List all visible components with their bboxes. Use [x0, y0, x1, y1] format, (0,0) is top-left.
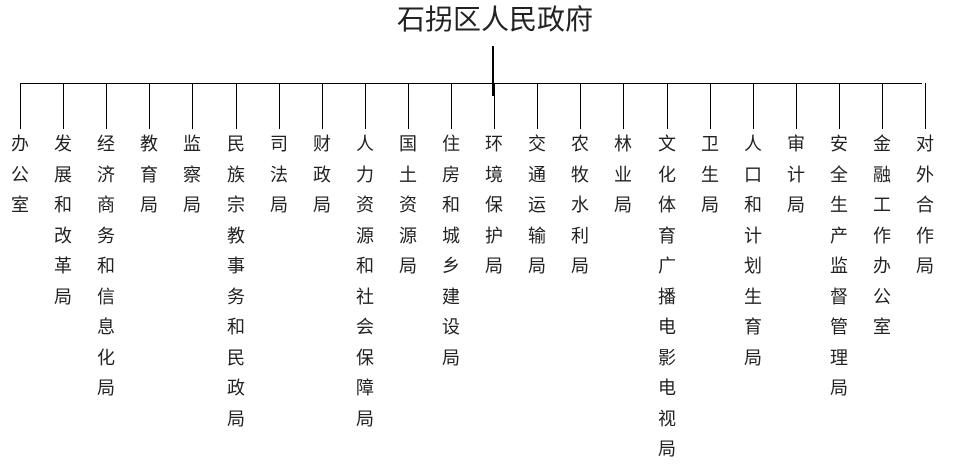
- department-node-label: 经 济 商 务 和 信 息 化 局: [97, 134, 115, 399]
- department-node-label: 监 察 局: [183, 134, 201, 216]
- department-node-label: 审 计 局: [787, 134, 805, 216]
- department-connector-line: [365, 83, 366, 129]
- department-node-label: 文 化 体 育 广 播 电 影 电 视 局: [658, 134, 676, 460]
- root-node-title: 石拐区人民政府: [396, 3, 593, 36]
- department-node-label: 环 境 保 护 局: [485, 134, 503, 277]
- department-connector-line: [279, 83, 280, 129]
- department-connector-line: [20, 83, 21, 129]
- department-node-label: 民 族 宗 教 事 务 和 民 政 局: [227, 134, 245, 430]
- department-connector-line: [925, 83, 926, 129]
- department-connector-line: [451, 83, 452, 129]
- department-node-label: 卫 生 局: [701, 134, 719, 216]
- department-connector-line: [710, 83, 711, 129]
- horizontal-bus-line: [20, 83, 922, 84]
- department-connector-line: [494, 83, 495, 129]
- department-node-label: 办 公 室: [11, 134, 29, 216]
- department-connector-line: [667, 83, 668, 129]
- department-connector-line: [580, 83, 581, 129]
- department-node-label: 金 融 工 作 办 公 室: [873, 134, 891, 338]
- department-node-label: 教 育 局: [140, 134, 158, 216]
- department-node-label: 人 口 和 计 划 生 育 局: [744, 134, 762, 369]
- department-connector-line: [236, 83, 237, 129]
- department-connector-line: [623, 83, 624, 129]
- root-connector-line: [492, 46, 494, 96]
- department-connector-line: [63, 83, 64, 129]
- department-connector-line: [192, 83, 193, 129]
- department-node-label: 对 外 合 作 局: [916, 134, 934, 277]
- department-node-label: 司 法 局: [270, 134, 288, 216]
- department-node-label: 安 全 生 产 监 督 管 理 局: [830, 134, 848, 399]
- department-node-label: 林 业 局: [614, 134, 632, 216]
- department-node-label: 国 土 资 源 局: [399, 134, 417, 277]
- department-node-label: 住 房 和 城 乡 建 设 局: [442, 134, 460, 369]
- department-node-label: 人 力 资 源 和 社 会 保 障 局: [356, 134, 374, 430]
- department-connector-line: [882, 83, 883, 129]
- department-connector-line: [408, 83, 409, 129]
- department-connector-line: [796, 83, 797, 129]
- department-node-label: 农 牧 水 利 局: [571, 134, 589, 277]
- department-connector-line: [322, 83, 323, 129]
- department-node-label: 发 展 和 改 革 局: [54, 134, 72, 308]
- department-node-label: 交 通 运 输 局: [528, 134, 546, 277]
- department-connector-line: [149, 83, 150, 129]
- department-connector-line: [106, 83, 107, 129]
- department-connector-line: [753, 83, 754, 129]
- department-node-label: 财 政 局: [313, 134, 331, 216]
- department-connector-line: [839, 83, 840, 129]
- department-connector-line: [537, 83, 538, 129]
